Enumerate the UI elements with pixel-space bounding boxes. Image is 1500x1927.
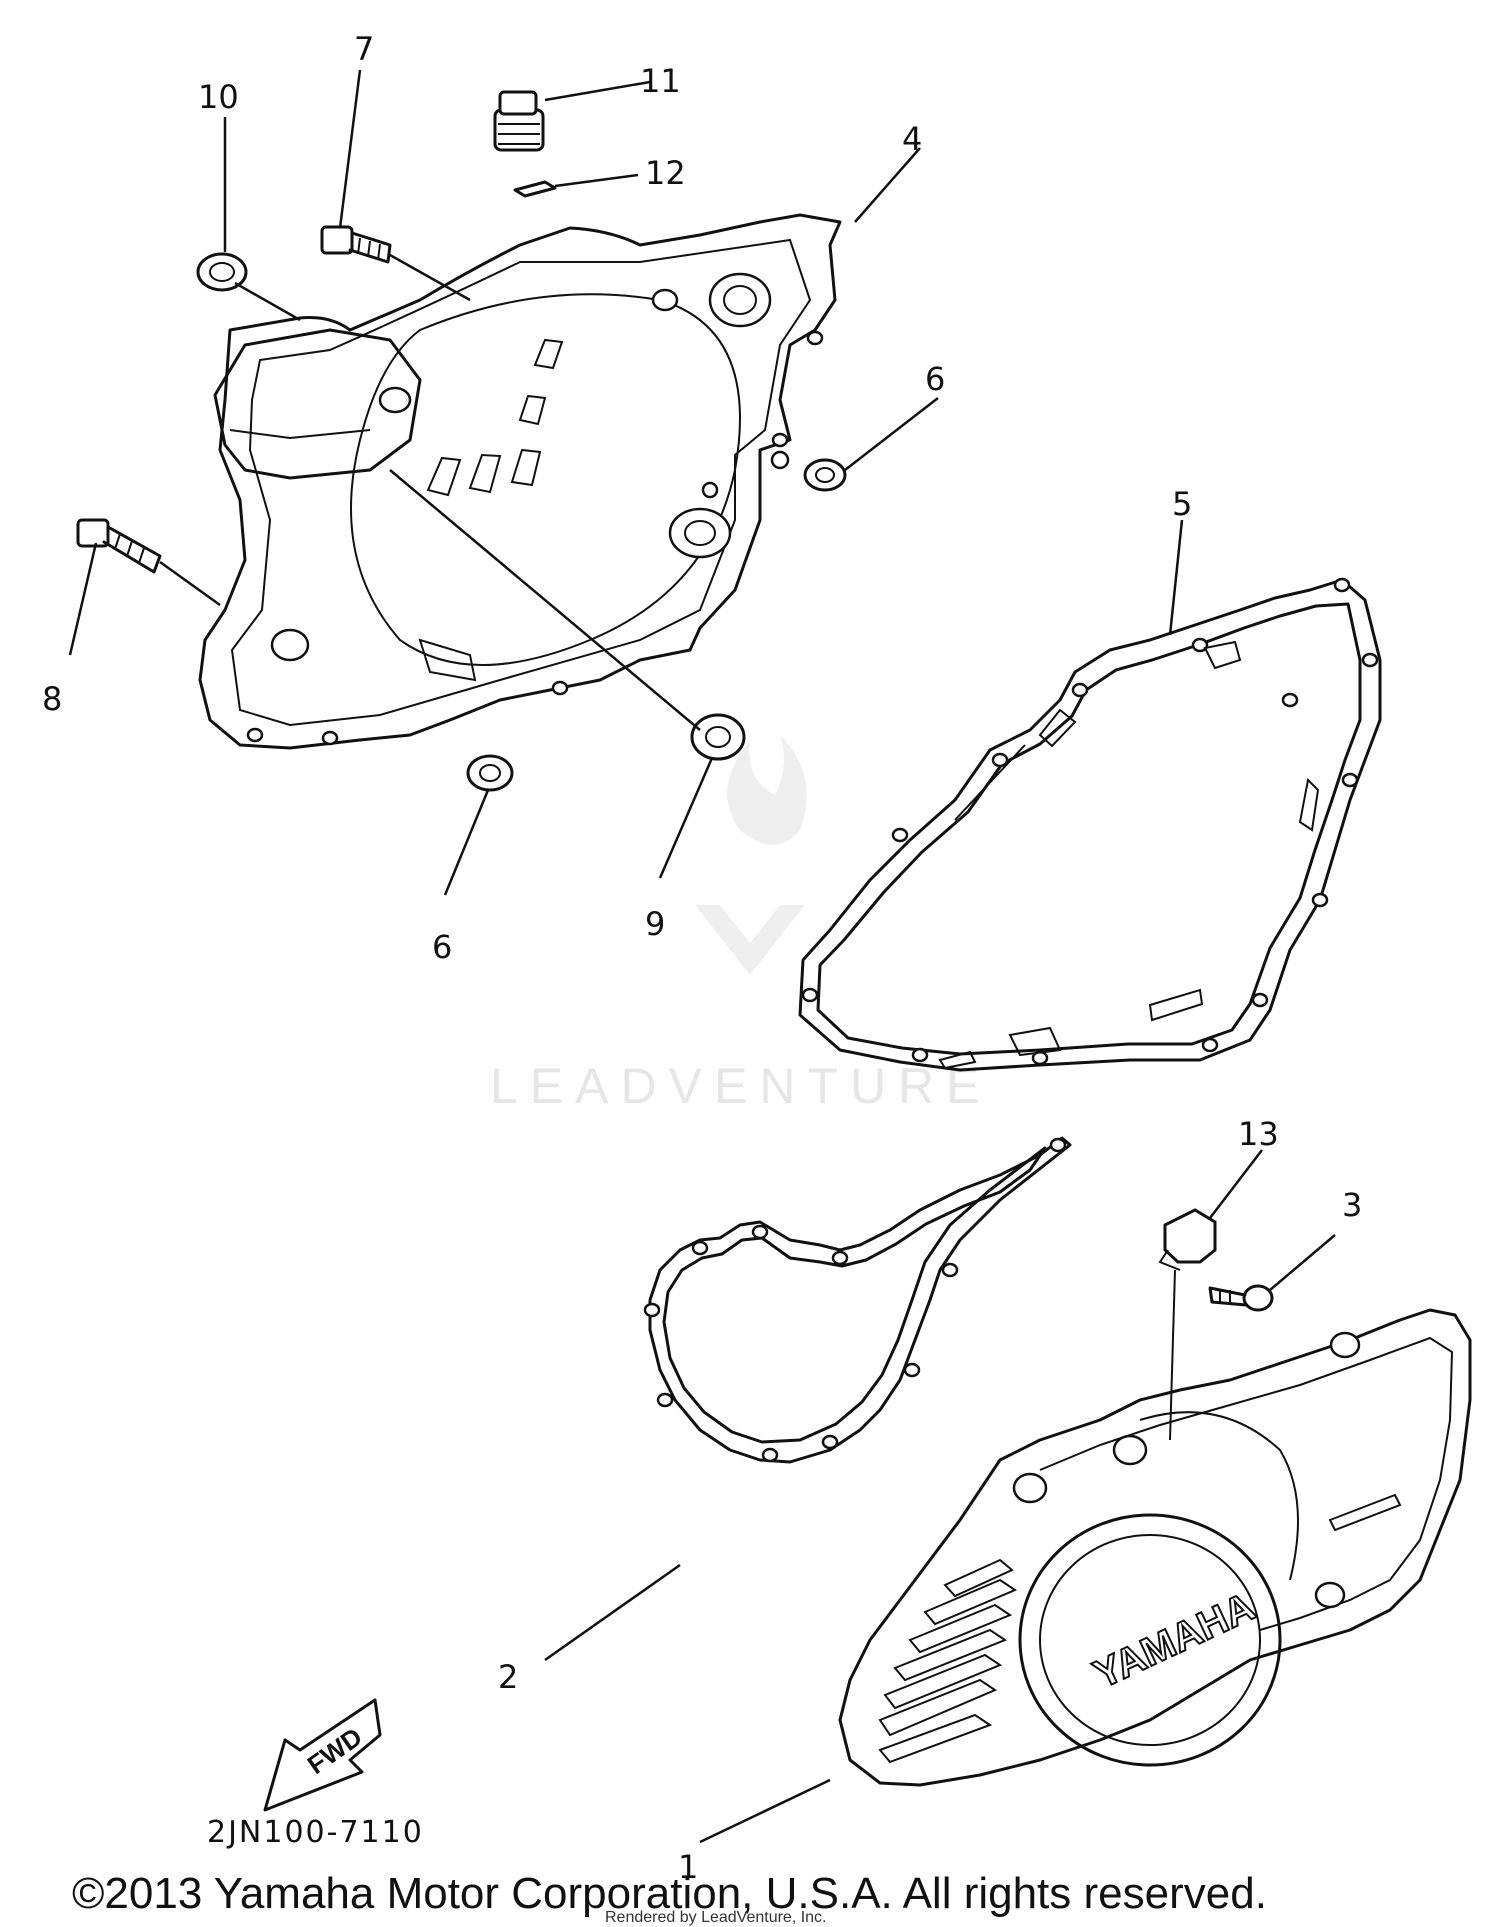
part-13-clamp	[1158, 1208, 1217, 1441]
part-4-crankcase-cover	[198, 213, 842, 750]
callout-11: 11	[640, 62, 681, 100]
fwd-arrow: FWD	[263, 1698, 382, 1812]
leader-lines	[68, 69, 1336, 1844]
callout-7: 7	[354, 30, 374, 68]
callout-labels: 1 2 3 4 5 6 6 7 8 9 10 11 12 13	[42, 30, 1362, 1886]
part-3-screw	[1208, 1284, 1274, 1312]
callout-9: 9	[645, 905, 665, 943]
part-6-dowel-pin-lower	[466, 754, 514, 792]
fwd-arrow-icon	[263, 1698, 382, 1812]
leadventure-watermark: LEADVENTURE	[490, 735, 992, 1114]
callout-6-lower: 6	[432, 928, 452, 966]
callout-5: 5	[1172, 485, 1192, 523]
callout-1: 1	[678, 1848, 698, 1886]
callout-4: 4	[902, 120, 922, 158]
part-11-oil-filler-plug	[493, 90, 545, 152]
callout-10: 10	[198, 78, 239, 116]
fwd-label: FWD	[302, 1721, 368, 1780]
copyright-notice: ©2013 Yamaha Motor Corporation, U.S.A. A…	[72, 1869, 1267, 1918]
callout-6-upper: 6	[925, 360, 945, 398]
part-12-o-ring	[513, 180, 557, 198]
callout-2: 2	[498, 1658, 518, 1696]
watermark-v-icon	[695, 905, 805, 975]
part-6-dowel-pin-upper	[803, 458, 847, 492]
part-10-seal	[196, 252, 248, 292]
part-7-bolt	[320, 225, 392, 264]
part-2-gasket	[643, 1136, 1072, 1464]
part-9-seal	[690, 713, 746, 761]
callout-8: 8	[42, 680, 62, 718]
cover-brand-logo: YAMAHA	[1087, 1585, 1261, 1698]
watermark-brand: LEADVENTURE	[490, 1058, 992, 1114]
part-8-bolt	[76, 518, 162, 574]
callout-13: 13	[1238, 1115, 1279, 1153]
part-5-gasket	[798, 577, 1382, 1072]
callout-12: 12	[645, 154, 686, 192]
watermark-flame-icon	[727, 735, 807, 845]
diagram-code: 2JN100-7110	[207, 1815, 424, 1850]
callout-3: 3	[1342, 1186, 1362, 1224]
part-1-outer-cover: YAMAHA	[838, 1308, 1472, 1787]
rendered-by-notice: Rendered by LeadVenture, Inc.	[605, 1909, 827, 1926]
